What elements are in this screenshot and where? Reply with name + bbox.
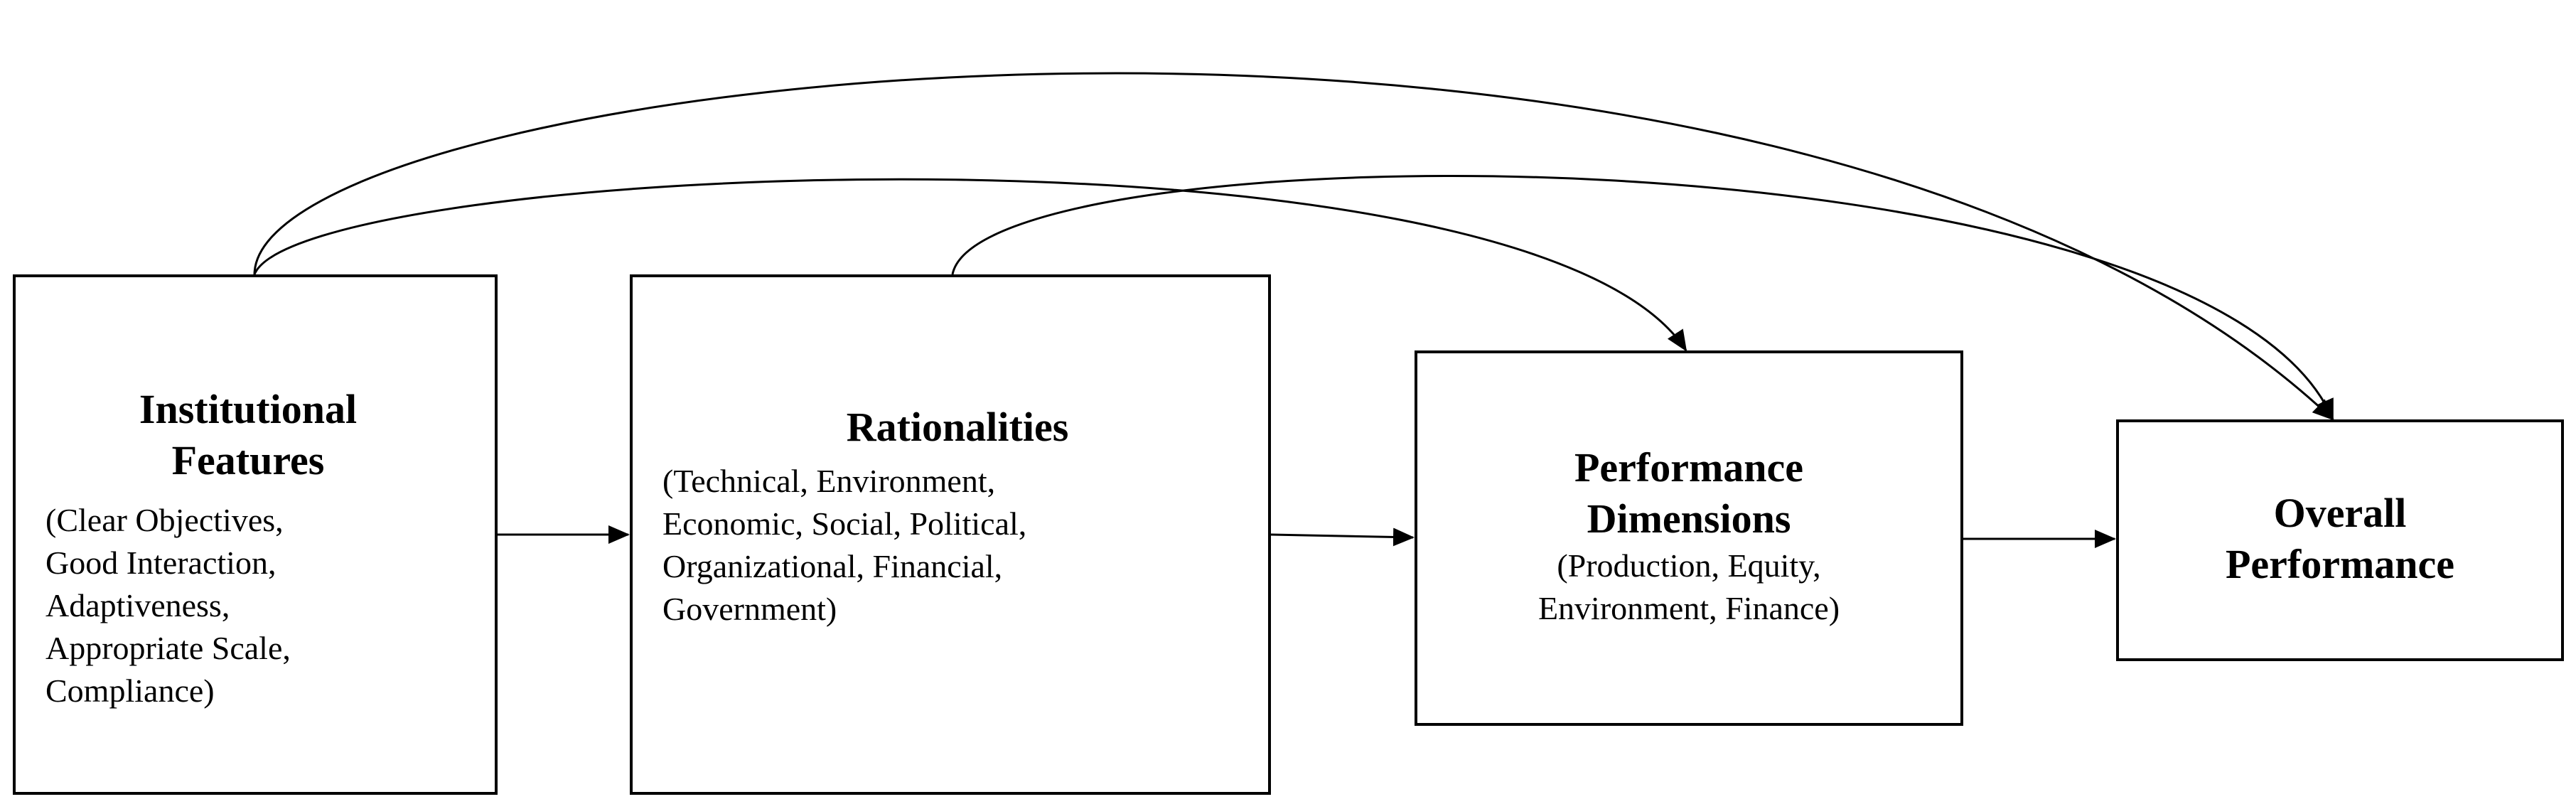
rationalities-box: Rationalities (Technical, Environment, E…: [630, 274, 1271, 795]
performance-dimensions-title: Performance Dimensions: [1574, 444, 1804, 542]
arc-rationalities-to-overall: [951, 175, 2334, 421]
performance-dimensions-details: (Production, Equity, Environment, Financ…: [1537, 547, 1840, 626]
arc-institutional-to-performance-dimensions: [253, 178, 1687, 352]
performance-dimensions-box: Performance Dimensions (Production, Equi…: [1415, 350, 1963, 726]
institutional-features-title: Institutional Features: [139, 386, 358, 483]
overall-performance-box: Overall Performance: [2116, 419, 2564, 661]
arrow-rationalities-to-performance-dimensions: [1270, 527, 1415, 547]
rationalities-details: (Technical, Environment, Economic, Socia…: [662, 463, 1027, 627]
institutional-features-box: Institutional Features (Clear Objectives…: [13, 274, 498, 795]
arc-institutional-to-overall: [253, 72, 2334, 421]
rationalities-title: Rationalities: [846, 404, 1069, 450]
overall-performance-title: Overall Performance: [2225, 490, 2455, 587]
institutional-features-details: (Clear Objectives, Good Interaction, Ada…: [45, 502, 291, 709]
